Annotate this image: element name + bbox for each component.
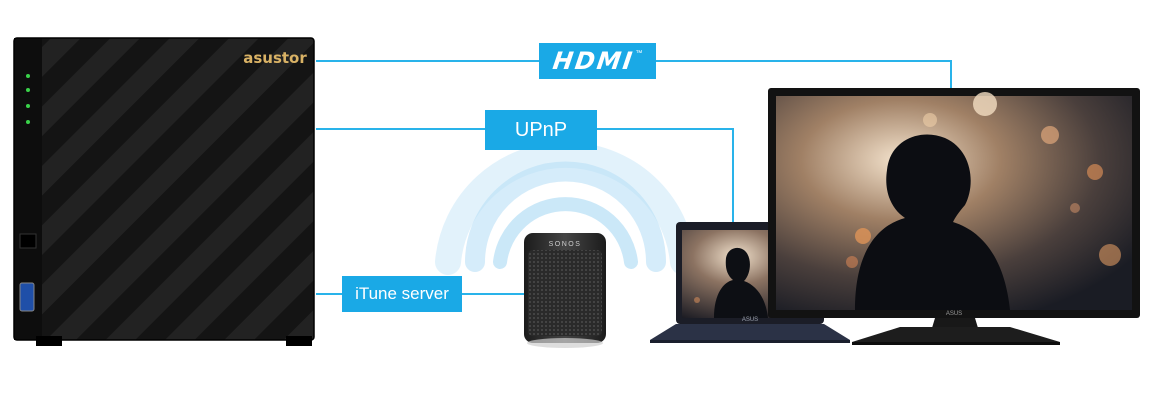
upnp-line [316,128,734,226]
wifi-waves [435,141,696,275]
nas-power-button [19,233,37,249]
monitor-silhouette [855,134,1010,310]
monitor-brand-label: ASUS [946,311,962,317]
bokeh-lights [846,92,1121,268]
laptop-silhouette [714,247,768,318]
nas-brand-label: asustor [243,49,307,67]
upnp-label-text: UPnP [514,118,568,141]
laptop-brand-label: ASUS [742,317,758,323]
nas-led [26,104,30,108]
speaker-device: SONOS [524,233,606,348]
hdmi-label-text: HDMI [550,47,636,75]
monitor-device: ASUS [768,88,1140,345]
nas-led [26,74,30,78]
hdmi-trademark: ™ [635,50,643,57]
nas-device: asustor [13,37,315,346]
speaker-brand-label: SONOS [549,241,582,248]
hdmi-line [316,60,952,88]
itune-server-label-text: iTune server [355,284,449,303]
nas-usb-port [19,282,35,312]
upnp-label: UPnP [485,110,597,150]
hdmi-label: HDMI ™ [539,43,656,79]
nas-led [26,120,30,124]
nas-led [26,88,30,92]
itune-server-label: iTune server [342,276,462,312]
